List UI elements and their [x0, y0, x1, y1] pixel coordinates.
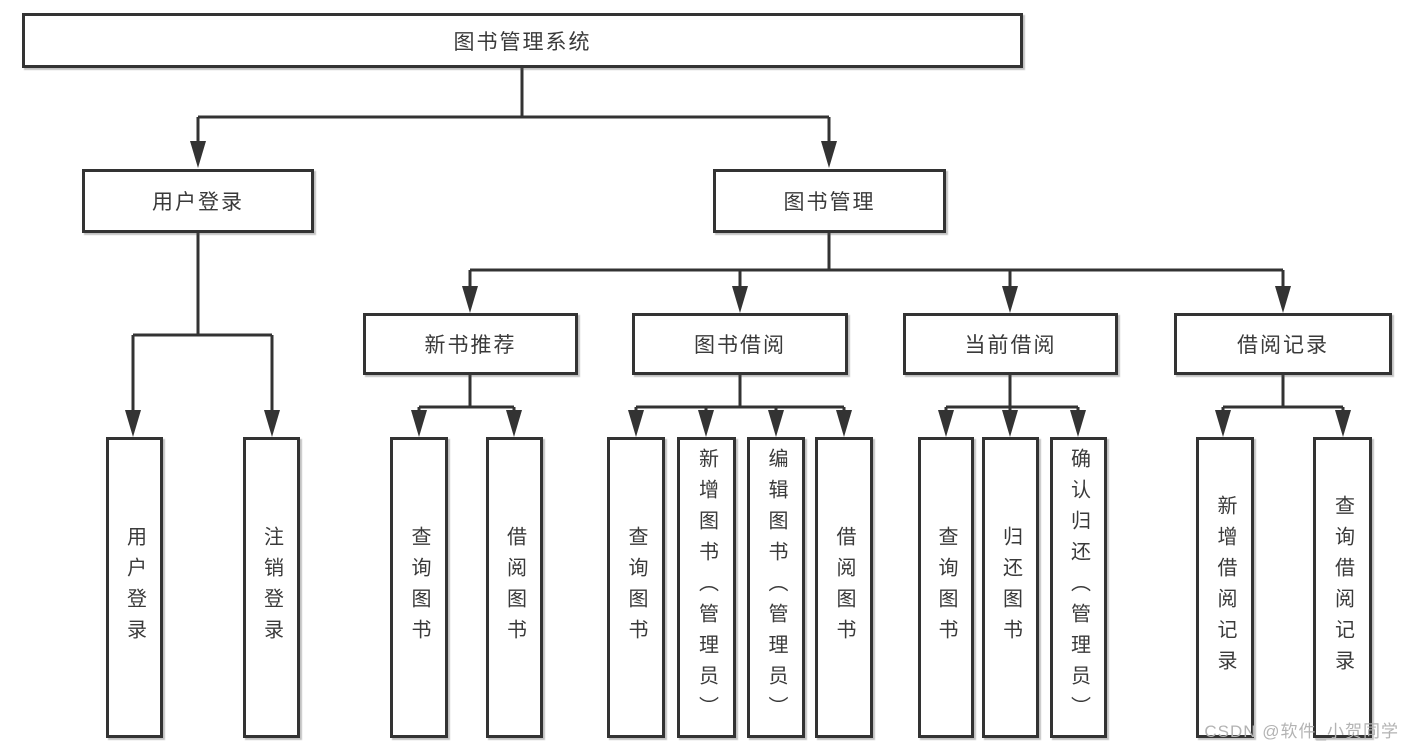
arrow-down-icon — [1275, 286, 1291, 313]
leaf-records-add-borrow-record: 新增借阅记录 — [1196, 437, 1254, 738]
node-label: 确认归还（管理员） — [1067, 448, 1090, 727]
node-label: 查询图书 — [625, 525, 647, 650]
arrow-down-icon — [698, 410, 714, 437]
arrow-down-icon — [768, 410, 784, 437]
node-label: 用户登录 — [152, 191, 244, 214]
leaf-recommend-query-books: 查询图书 — [390, 437, 448, 738]
node-borrowing-records: 借阅记录 — [1174, 313, 1392, 375]
arrow-down-icon — [732, 286, 748, 313]
leaf-borrowing-add-books-admin: 新增图书（管理员） — [677, 437, 736, 738]
node-label: 借阅图书 — [503, 525, 526, 650]
node-label: 新增图书（管理员） — [695, 448, 718, 727]
connector-lines — [131, 66, 1345, 415]
leaf-current-return-books: 归还图书 — [982, 437, 1039, 738]
leaf-borrowing-borrow-books: 借阅图书 — [815, 437, 873, 738]
node-current-borrowing: 当前借阅 — [903, 313, 1118, 375]
arrow-down-icon — [1070, 410, 1086, 437]
arrow-down-icon — [506, 410, 522, 437]
leaf-records-query-borrow-record: 查询借阅记录 — [1313, 437, 1372, 738]
node-label: 查询图书 — [408, 525, 430, 650]
node-new-book-recommendation: 新书推荐 — [363, 313, 578, 375]
leaf-current-query-books: 查询图书 — [918, 437, 974, 738]
arrow-down-icon — [938, 410, 954, 437]
arrow-down-icon — [1335, 410, 1351, 437]
node-label: 归还图书 — [999, 525, 1022, 650]
node-user-login: 用户登录 — [82, 169, 314, 233]
node-label: 编辑图书（管理员） — [765, 448, 787, 727]
node-label: 图书借阅 — [694, 334, 786, 357]
node-label: 图书管理系统 — [453, 30, 592, 54]
leaf-current-confirm-return-admin: 确认归还（管理员） — [1050, 437, 1107, 738]
node-label: 用户登录 — [123, 525, 146, 650]
node-book-borrowing: 图书借阅 — [632, 313, 848, 375]
node-book-management: 图书管理 — [713, 169, 946, 233]
arrow-down-icon — [411, 410, 427, 437]
node-label: 查询图书 — [935, 525, 957, 650]
arrow-down-icon — [1215, 410, 1231, 437]
arrow-down-icons — [125, 141, 1351, 437]
node-label: 注销登录 — [260, 525, 283, 650]
arrow-down-icon — [264, 410, 280, 437]
arrow-down-icon — [125, 410, 141, 437]
leaf-borrowing-edit-books-admin: 编辑图书（管理员） — [747, 437, 805, 738]
leaf-logout-login: 注销登录 — [243, 437, 300, 738]
node-label: 新增借阅记录 — [1214, 494, 1236, 681]
arrow-down-icon — [821, 141, 837, 168]
arrow-down-icon — [190, 141, 206, 168]
arrow-down-icon — [628, 410, 644, 437]
arrow-down-icon — [1002, 286, 1018, 313]
leaf-recommend-borrow-books: 借阅图书 — [486, 437, 543, 738]
node-label: 新书推荐 — [424, 334, 517, 357]
node-label: 当前借阅 — [964, 334, 1057, 357]
node-label: 借阅图书 — [833, 525, 855, 650]
watermark: CSDN @软件_小贺同学 — [1204, 722, 1399, 741]
leaf-user-login: 用户登录 — [106, 437, 163, 738]
arrow-down-icon — [462, 286, 478, 313]
leaf-borrowing-query-books: 查询图书 — [607, 437, 665, 738]
node-library-management-system: 图书管理系统 — [22, 13, 1023, 68]
node-label: 查询借阅记录 — [1331, 494, 1354, 681]
arrow-down-icon — [1002, 410, 1018, 437]
node-label: 借阅记录 — [1237, 334, 1329, 357]
node-label: 图书管理 — [783, 191, 876, 214]
arrow-down-icon — [836, 410, 852, 437]
